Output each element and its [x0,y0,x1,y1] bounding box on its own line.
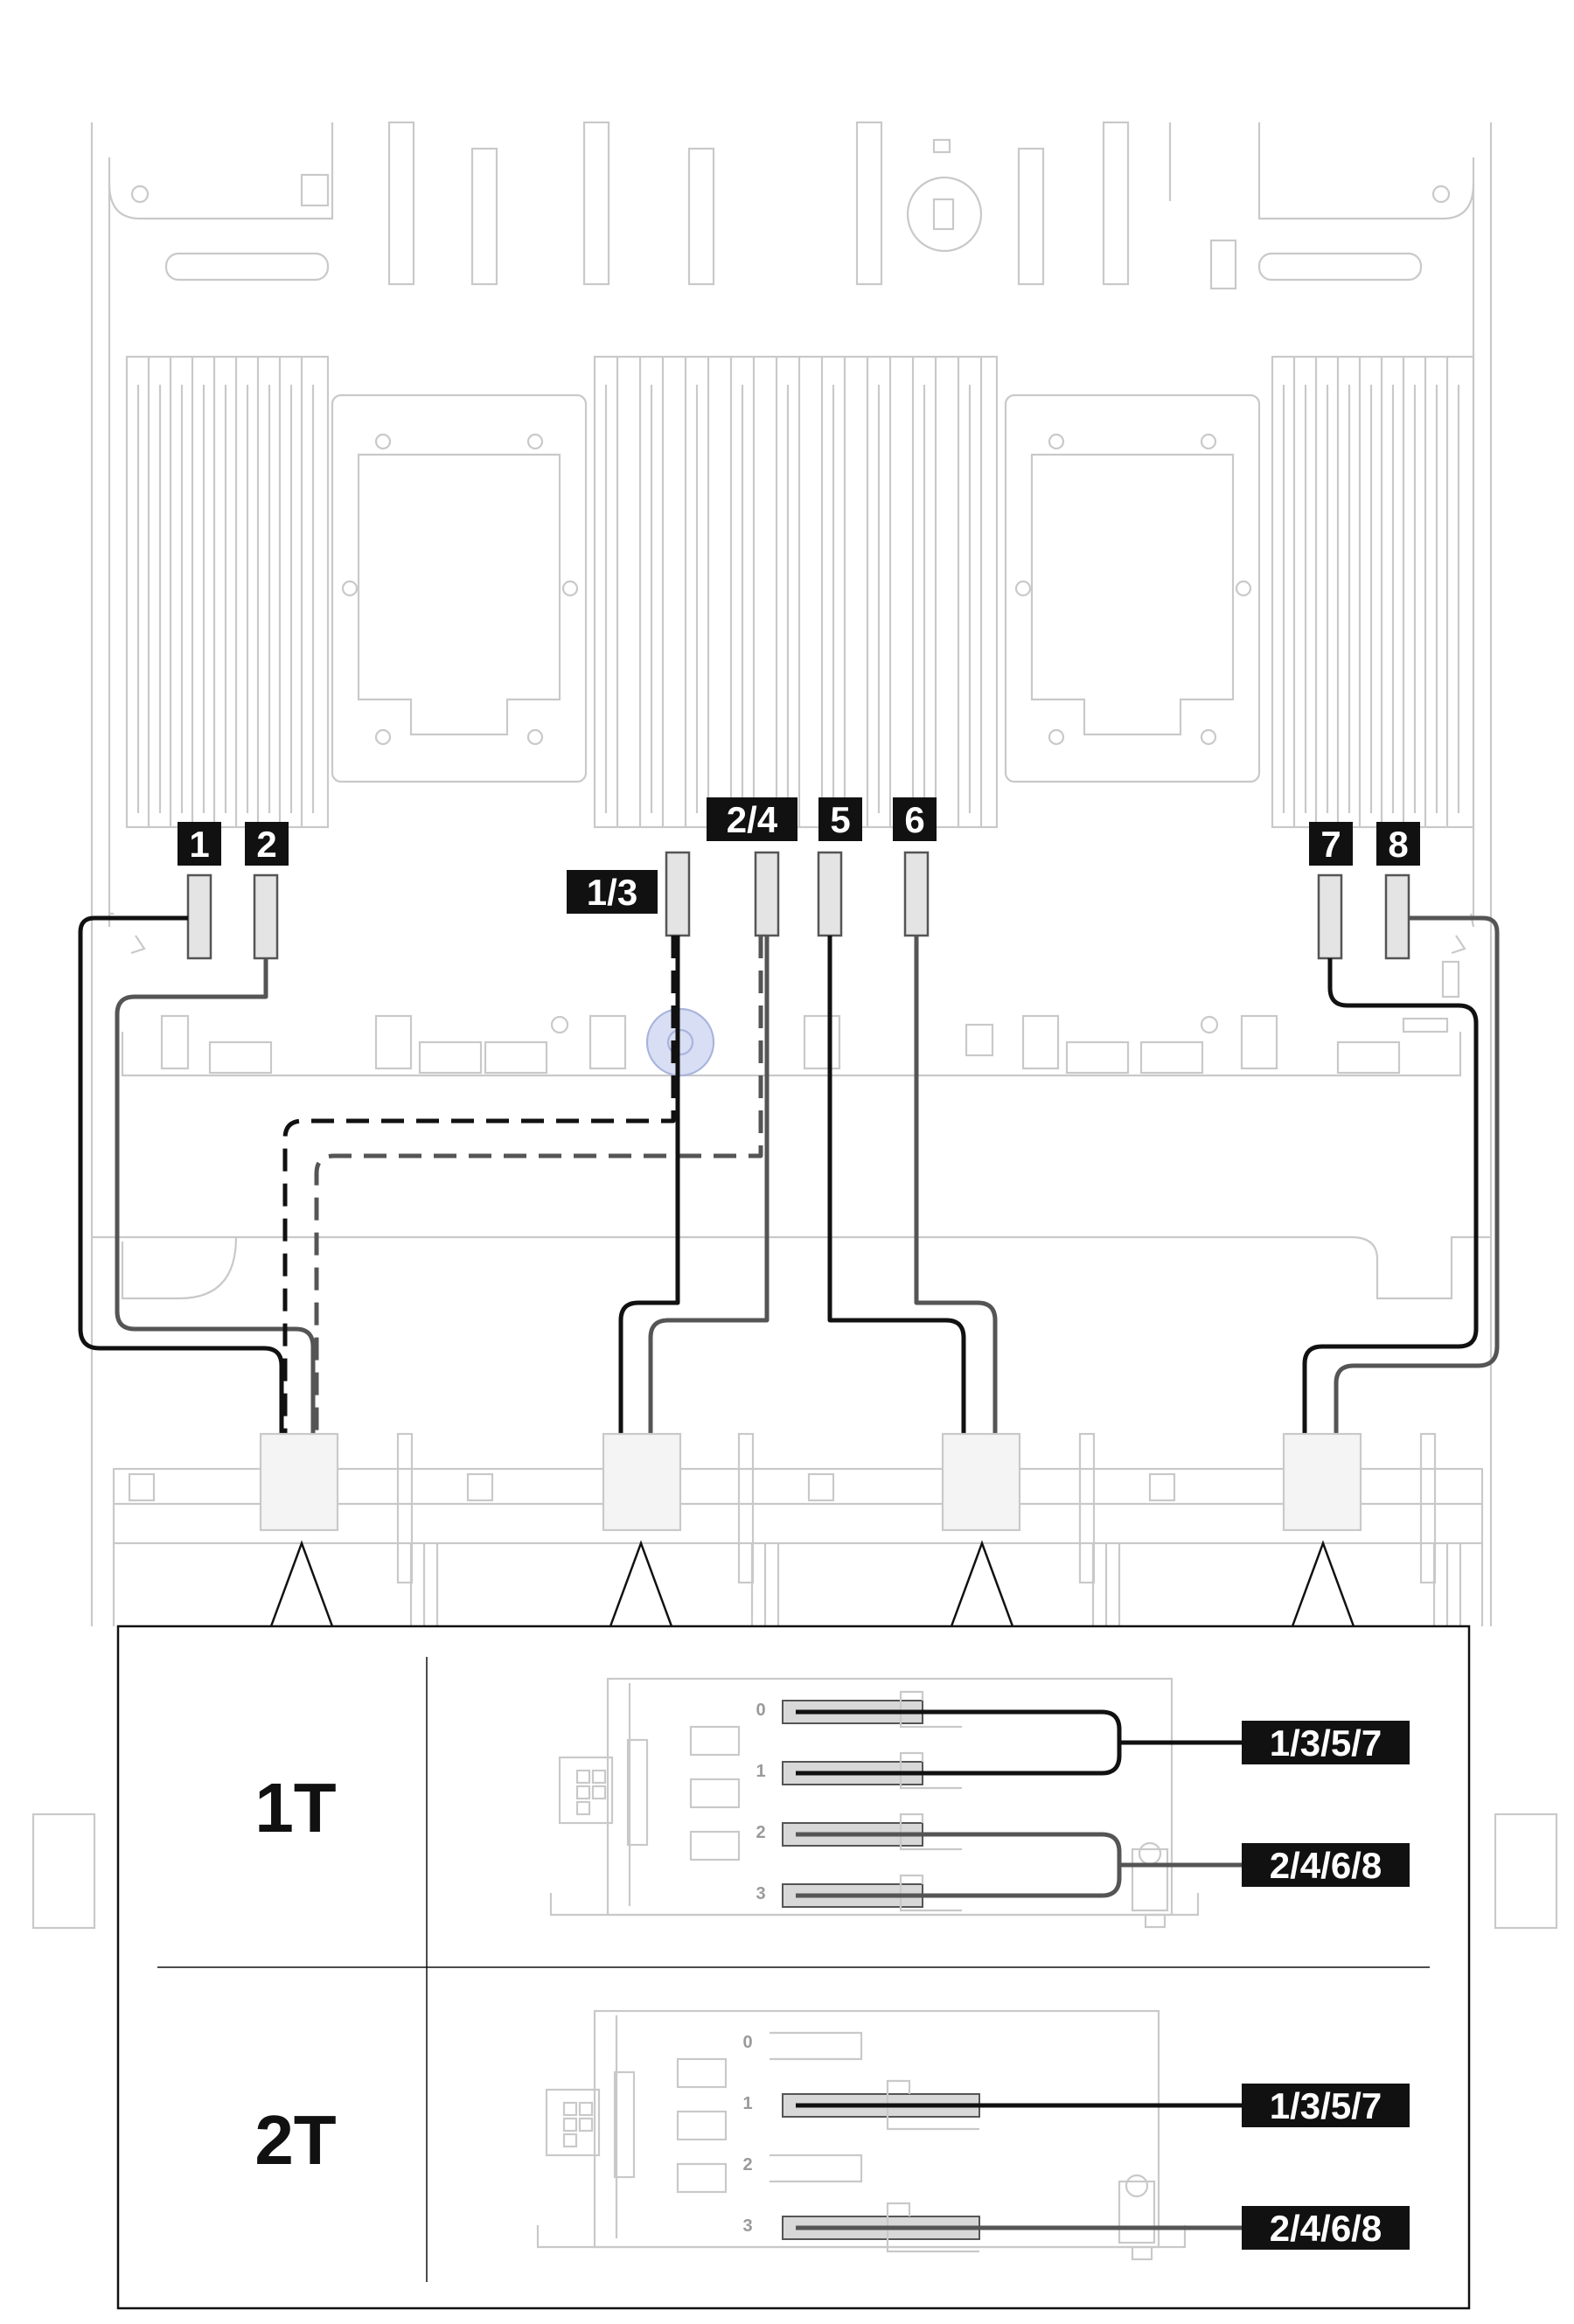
port-1-label-2t: 1 [742,2094,752,2113]
cable-2-4 [648,936,770,1434]
cables [78,915,1500,1434]
mb-connector-8 [1384,873,1410,960]
cable-1-3 [618,936,680,1434]
backplane-connector-d [1282,1432,1362,1532]
backplane-connectors [259,1432,1362,1532]
mb-connector-1 [186,873,212,960]
cable-7 [1302,958,1479,1434]
motherboard-outline [31,121,1558,1930]
label-2-4-text: 2/4 [727,799,778,840]
legend-2t-callout-a: 1/3/5/7 [1242,2084,1410,2127]
port-3-label: 3 [756,1884,765,1903]
legend-2t-backplane: 0 1 2 3 [536,2009,1242,2261]
label-8-text: 8 [1388,824,1408,865]
legend-1t-title: 1T [254,1769,336,1847]
legend-2t-callout-b: 2/4/6/8 [1242,2206,1410,2250]
cable-8 [1334,915,1500,1434]
label-2-text: 2 [256,824,276,865]
legend-1t-callout-a-text: 1/3/5/7 [1270,1722,1382,1764]
legend-1t-backplane: 0 1 2 3 [549,1677,1242,1929]
port-3-label-2t: 3 [742,2216,752,2236]
label-7-text: 7 [1320,824,1341,865]
label-1-3-text: 1/3 [587,872,637,913]
port-2-label-2t: 2 [742,2155,752,2174]
legend-pointers [269,1540,1355,1627]
mb-connector-6 [903,851,930,937]
cable-5 [827,936,966,1434]
cable-2-4-dashed [314,936,763,1434]
port-1-label: 1 [756,1762,765,1781]
backplane-connector-c [941,1432,1021,1532]
cable-6 [914,936,998,1434]
label-1-text: 1 [189,824,209,865]
port-2-label: 2 [756,1823,765,1842]
label-1-3: 1/3 [567,870,658,914]
label-8: 8 [1376,822,1420,866]
label-2: 2 [245,822,289,866]
cable-2 [115,958,316,1434]
legend-1t-callout-b-text: 2/4/6/8 [1270,1845,1382,1886]
motherboard-connectors [186,851,1410,960]
legend-box: 1T 2T 0 [116,1625,1471,2310]
legend-2t-callout-b-text: 2/4/6/8 [1270,2208,1382,2249]
port-0-label: 0 [756,1701,765,1720]
label-1: 1 [178,822,221,866]
backplane-connector-b [602,1432,682,1532]
legend-1t-callout-a: 1/3/5/7 [1242,1721,1410,1764]
label-2-4: 2/4 [707,797,797,841]
mb-connector-5 [817,851,843,937]
label-6-text: 6 [904,799,924,840]
cable-1 [78,915,284,1434]
motherboard-labels: 1 2 1/3 2/4 5 6 7 8 [178,797,1420,914]
port-0-label-2t: 0 [742,2033,752,2052]
label-6: 6 [893,797,937,841]
mb-connector-1-3 [665,851,691,937]
label-5: 5 [818,797,862,841]
legend-1t-callout-b: 2/4/6/8 [1242,1843,1410,1887]
backplane-connector-a [259,1432,339,1532]
mb-connector-2-4 [754,851,780,937]
legend-2t-title: 2T [254,2101,336,2179]
cable-1-3-dashed [282,936,676,1434]
label-7: 7 [1309,822,1353,866]
mb-connector-7 [1317,873,1343,960]
mb-connector-2 [253,873,279,960]
label-5-text: 5 [830,799,850,840]
legend-2t-callout-a-text: 1/3/5/7 [1270,2085,1382,2126]
